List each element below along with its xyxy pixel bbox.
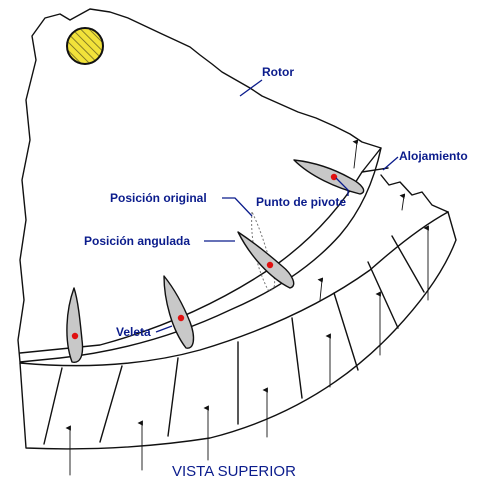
upward-arrow-icon	[399, 193, 406, 211]
label-rotor: Rotor	[262, 65, 294, 79]
vane-1	[66, 287, 84, 363]
housing-jagged-edge	[380, 174, 449, 213]
leader-posicion-original	[222, 197, 253, 217]
vanes	[66, 159, 365, 363]
pivot-point-1	[71, 332, 79, 340]
label-punto-de-pivote: Punto de pivote	[256, 195, 346, 209]
flow-arrows	[65, 193, 429, 476]
label-posicion-original: Posición original	[110, 191, 207, 205]
housing-inner-edge	[19, 211, 449, 367]
labels: Rotor Alojamiento Posición original Punt…	[84, 65, 468, 480]
leader-rotor	[239, 79, 263, 97]
label-veleta: Veleta	[116, 325, 151, 339]
label-alojamiento: Alojamiento	[399, 149, 468, 163]
caption-vista-superior: VISTA SUPERIOR	[172, 463, 296, 480]
upward-arrow-icon	[352, 139, 359, 169]
vane-3-angled-position	[237, 231, 295, 289]
rotor-outline	[17, 8, 382, 363]
pivot-point-2	[177, 314, 185, 322]
leader-veleta	[155, 325, 173, 333]
pivot-point-3	[266, 261, 274, 269]
housing	[19, 174, 457, 476]
vane-4	[293, 159, 365, 195]
housing-outer-edge	[19, 211, 457, 450]
label-posicion-angulada: Posición angulada	[84, 234, 190, 248]
upward-arrow-icon	[317, 277, 324, 301]
leader-punto-de-pivote	[335, 177, 349, 196]
leader-alojamiento	[382, 156, 399, 171]
vane-2	[163, 275, 195, 349]
hatched-circle-icon	[66, 27, 104, 65]
pivot-point-4	[330, 173, 338, 181]
housing-slats	[43, 235, 425, 445]
